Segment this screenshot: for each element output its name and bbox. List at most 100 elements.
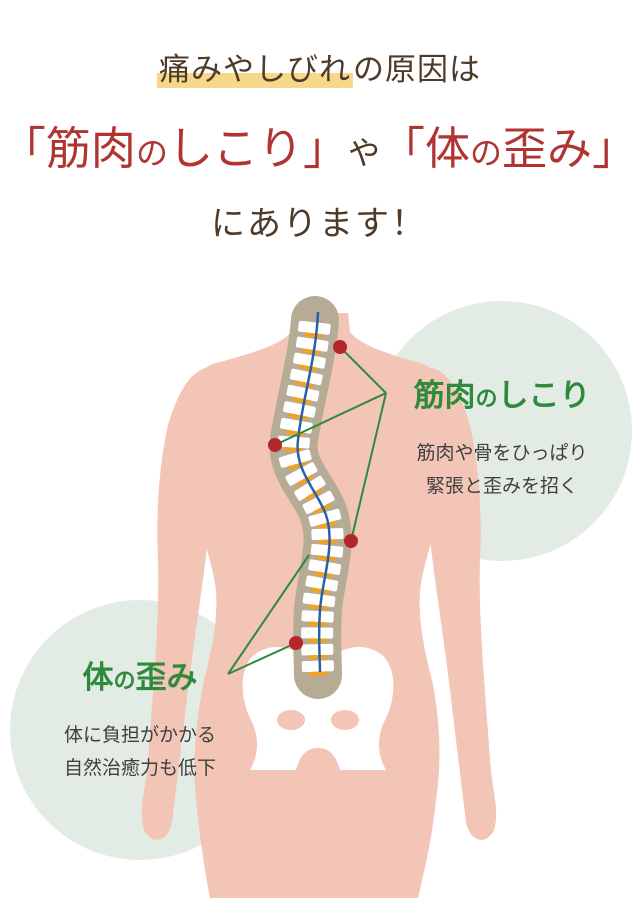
vertebra-disc bbox=[292, 396, 311, 405]
vertebra-disc bbox=[296, 474, 314, 487]
pelvis bbox=[242, 646, 394, 770]
vertebra-disc bbox=[308, 621, 327, 627]
vertebra-disc bbox=[314, 571, 333, 579]
vertebra bbox=[278, 449, 312, 471]
vertebra bbox=[302, 490, 335, 516]
vertebra bbox=[301, 610, 334, 627]
vertebra-bone bbox=[302, 592, 336, 608]
vertebra bbox=[305, 575, 339, 595]
vertebra-bone bbox=[286, 384, 320, 402]
vertebra-disc bbox=[288, 461, 307, 471]
callout-muscle-title-no: の bbox=[475, 387, 498, 412]
vertebra-disc bbox=[308, 604, 328, 611]
vertebra-bone bbox=[305, 575, 339, 592]
vertebra bbox=[311, 528, 344, 544]
vertebra-bone bbox=[293, 352, 326, 369]
vertebra-disc bbox=[304, 332, 323, 339]
heading-line-2: 「筋肉のしこり」や「体の歪み」 bbox=[0, 112, 638, 177]
vertebra-bone bbox=[285, 462, 318, 486]
vertebra bbox=[298, 320, 331, 339]
vertebra bbox=[295, 336, 329, 355]
vertebra-bone bbox=[294, 475, 326, 501]
heading-line-1-rest: の原因は bbox=[353, 52, 481, 88]
vertebra-bone bbox=[301, 660, 334, 673]
vertebra bbox=[310, 543, 344, 562]
vertebra-bone bbox=[278, 449, 312, 468]
vertebra-disc bbox=[317, 520, 336, 530]
knot-lower bbox=[289, 636, 303, 650]
callout-body-title-no: の bbox=[113, 669, 136, 694]
vertebrae bbox=[277, 320, 344, 676]
spinal-nerve bbox=[296, 311, 331, 673]
vertebra bbox=[308, 559, 342, 579]
bracket-close-2: 」 bbox=[592, 122, 638, 175]
pelvis-hole-right bbox=[331, 710, 359, 730]
vertebra-disc bbox=[305, 488, 323, 502]
vertebra bbox=[289, 368, 323, 389]
callout-muscle: 筋肉のしこり 筋肉や骨をひっぱり 緊張と歪みを招く bbox=[382, 370, 622, 503]
vertebra-disc bbox=[313, 503, 331, 516]
right-arm bbox=[418, 368, 497, 840]
callout-muscle-title: 筋肉のしこり bbox=[382, 370, 622, 415]
heading-line-1: 痛みやしびれの原因は bbox=[0, 44, 638, 89]
callout-body-title: 体の歪み bbox=[30, 652, 250, 697]
vertebra-disc bbox=[301, 348, 321, 355]
vertebra-bone bbox=[301, 643, 334, 656]
vertebra-disc bbox=[309, 671, 328, 676]
term-body-no: の bbox=[470, 134, 503, 172]
vertebra-bone bbox=[283, 401, 316, 418]
bracket-open-2: 「 bbox=[380, 122, 426, 175]
vertebra bbox=[301, 643, 334, 660]
callout-muscle-title-b: しこり bbox=[497, 378, 591, 414]
term-muscle-b: しこり bbox=[167, 122, 303, 175]
term-muscle-a: 筋肉 bbox=[45, 122, 136, 175]
heading-line-3: にあります！ bbox=[211, 204, 427, 244]
left-arm bbox=[141, 368, 220, 840]
callout-body: 体の歪み 体に負担がかかる 自然治癒力も低下 bbox=[30, 652, 250, 785]
term-body-b: 歪み bbox=[502, 122, 593, 175]
callout-body-line-2: 自然治癒力も低下 bbox=[63, 757, 216, 779]
vertebra-bone bbox=[289, 368, 323, 386]
vertebra-disc bbox=[298, 364, 318, 372]
connector-ya: や bbox=[347, 134, 380, 172]
knot-upper bbox=[333, 340, 347, 354]
bracket-close-1: 」 bbox=[302, 122, 348, 175]
connector-lines bbox=[227, 346, 387, 675]
vertebra bbox=[301, 627, 334, 643]
bracket-open-1: 「 bbox=[0, 122, 46, 175]
vertebra-disc bbox=[308, 654, 327, 660]
vertebra bbox=[302, 592, 336, 611]
knot-middle-left bbox=[268, 438, 282, 452]
pelvis-hole-left bbox=[277, 710, 305, 730]
vertebra-bone bbox=[308, 508, 342, 527]
vertebra-disc bbox=[308, 638, 327, 643]
vertebra-disc bbox=[311, 587, 330, 595]
vertebra bbox=[285, 462, 318, 487]
vertebra-bone bbox=[301, 627, 334, 639]
vertebra bbox=[293, 352, 326, 372]
callout-muscle-line-1: 筋肉や骨をひっぱり bbox=[416, 442, 588, 464]
vertebra-bone bbox=[302, 490, 335, 515]
vertebra-bone bbox=[298, 320, 331, 335]
callout-muscle-line-2: 緊張と歪みを招く bbox=[425, 475, 578, 497]
vertebra bbox=[283, 401, 316, 421]
vertebra bbox=[286, 384, 320, 405]
vertebra bbox=[308, 508, 342, 530]
callout-body-title-b: 歪み bbox=[135, 660, 198, 696]
vertebra-disc bbox=[317, 555, 336, 562]
vertebra bbox=[301, 660, 334, 676]
vertebra-bone bbox=[308, 559, 342, 575]
vertebra-bone bbox=[279, 417, 313, 434]
vertebra bbox=[294, 475, 326, 502]
vertebra-bone bbox=[310, 543, 344, 558]
heading-highlight: 痛みやしびれ bbox=[157, 52, 353, 88]
term-muscle-no: の bbox=[135, 134, 168, 172]
knot-middle-right bbox=[344, 534, 358, 548]
vertebra-disc bbox=[288, 413, 308, 421]
callout-body-line-1: 体に負担がかかる bbox=[63, 724, 216, 746]
vertebra-disc bbox=[295, 380, 314, 389]
vertebra-bone bbox=[295, 336, 329, 352]
vertebra-disc bbox=[318, 539, 337, 544]
term-body-a: 体 bbox=[425, 122, 471, 175]
